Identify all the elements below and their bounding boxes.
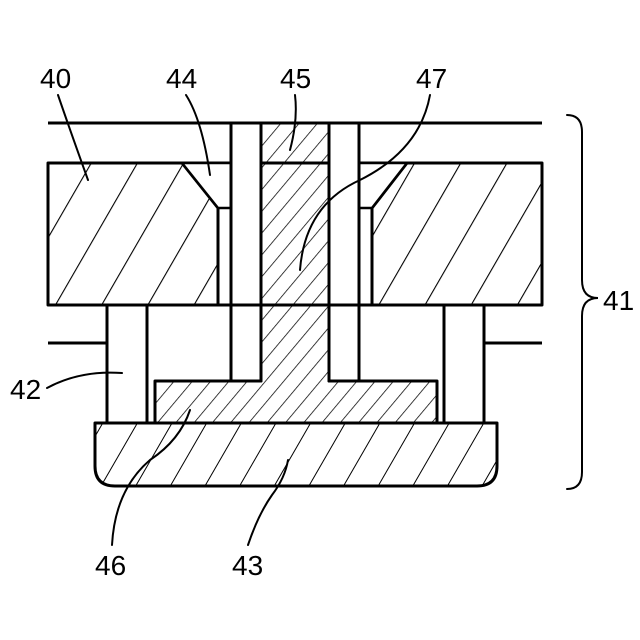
bracket-41 bbox=[567, 115, 598, 489]
base-43 bbox=[95, 423, 497, 486]
label-42: 42 bbox=[10, 374, 41, 405]
label-44: 44 bbox=[166, 63, 197, 94]
label-43: 43 bbox=[232, 550, 263, 581]
label-41: 41 bbox=[603, 285, 634, 316]
label-45: 45 bbox=[280, 63, 311, 94]
label-46: 46 bbox=[95, 550, 126, 581]
label-40: 40 bbox=[40, 63, 71, 94]
label-47: 47 bbox=[416, 63, 447, 94]
